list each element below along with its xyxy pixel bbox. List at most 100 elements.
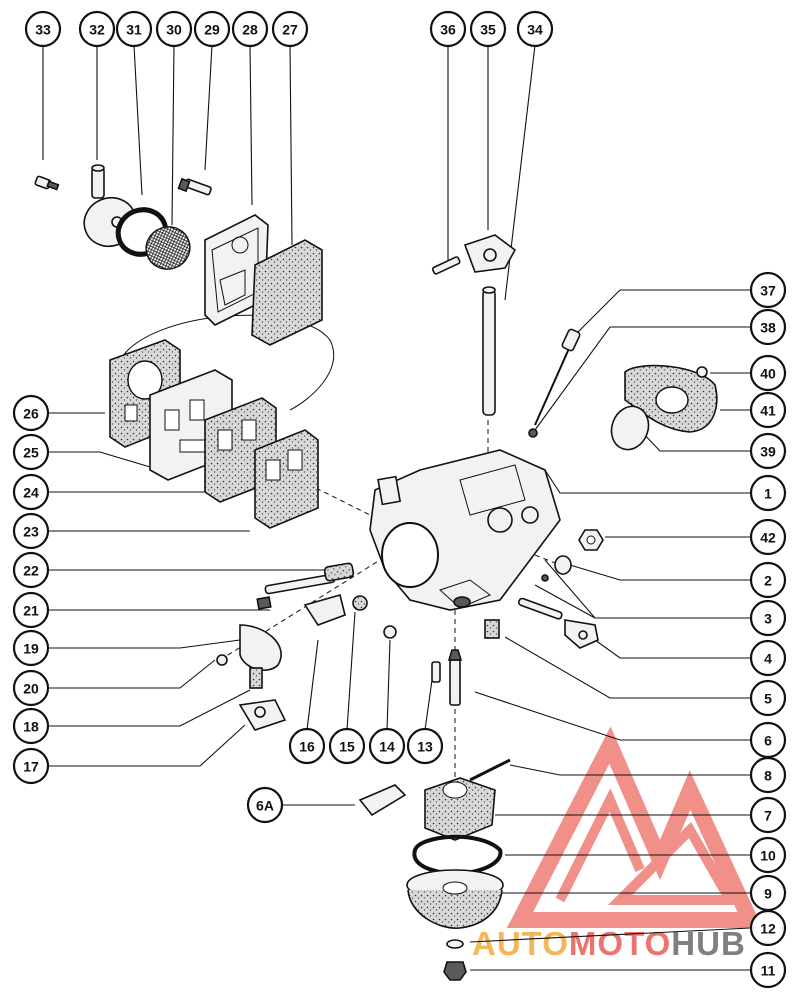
callout-label: 20: [23, 681, 39, 697]
callout-32: 32: [78, 10, 116, 48]
callout-30: 30: [155, 10, 193, 48]
callout-circle: [246, 786, 284, 824]
callout-label: 39: [760, 444, 776, 460]
float-7-icon: [424, 777, 496, 841]
callout-circle: [749, 308, 787, 346]
callout-12: 12: [749, 909, 787, 947]
callout-1: 1: [749, 474, 787, 512]
callout-5: 5: [749, 679, 787, 717]
callout-label: 13: [417, 739, 433, 755]
callout-label: 26: [23, 406, 39, 422]
callout-35: 35: [469, 10, 507, 48]
callout-label: 12: [760, 921, 776, 937]
screw-20-icon: [216, 654, 228, 666]
callout-circle: [12, 512, 50, 550]
callout-circle: [78, 10, 116, 48]
callout-37: 37: [749, 271, 787, 309]
ball-3-icon: [541, 574, 549, 582]
callout-circle: [749, 599, 787, 637]
callout-circle: [24, 10, 62, 48]
gasket-10-icon: [412, 834, 503, 876]
fitting-32-icon: [91, 164, 105, 199]
callout-circle: [12, 629, 50, 667]
callout-21: 21: [12, 591, 50, 629]
callout-9: 9: [749, 874, 787, 912]
callout-circle: [12, 669, 50, 707]
idle-screw-22-icon: [264, 562, 355, 595]
callout-19: 19: [12, 629, 50, 667]
callout-42: 42: [749, 518, 787, 556]
callout-circle: [12, 591, 50, 629]
screw-21-icon: [256, 596, 272, 610]
spring-15-icon: [352, 595, 368, 611]
callout-circle: [12, 747, 50, 785]
callout-label: 22: [23, 563, 39, 579]
nut-42-icon: [578, 529, 604, 551]
callout-circle: [749, 432, 787, 470]
main-jet-6-icon: [447, 649, 463, 706]
callout-circle: [749, 271, 787, 309]
callout-26: 26: [12, 394, 50, 432]
drain-plug-11-icon: [443, 961, 467, 981]
throttle-lever-35-icon: [463, 234, 517, 273]
throttle-shaft-34-icon: [482, 286, 496, 416]
callout-circle: [12, 433, 50, 471]
callout-39: 39: [749, 432, 787, 470]
screw-29-icon: [177, 177, 212, 196]
callout-label: 21: [23, 603, 39, 619]
callout-circle: [12, 473, 50, 511]
callout-circle: [749, 518, 787, 556]
callout-6: 6: [749, 721, 787, 759]
callout-11: 11: [749, 951, 787, 989]
callout-circle: [749, 796, 787, 834]
screw-36-icon: [431, 256, 461, 275]
callout-circle: [749, 679, 787, 717]
callout-label: 9: [764, 886, 772, 902]
callout-label: 4: [764, 651, 772, 667]
callout-23: 23: [12, 512, 50, 550]
callout-circle: [749, 951, 787, 989]
callout-circle: [12, 394, 50, 432]
parts: [34, 164, 718, 981]
callout-label: 27: [282, 22, 298, 38]
screw-33-icon: [34, 175, 60, 191]
callout-circle: [749, 836, 787, 874]
callout-circle: [469, 10, 507, 48]
callout-33: 33: [24, 10, 62, 48]
callout-label: 6A: [256, 798, 274, 814]
callout-label: 36: [440, 22, 456, 38]
callout-circle: [271, 10, 309, 48]
callout-label: 32: [89, 22, 105, 38]
callout-label: 25: [23, 445, 39, 461]
callout-16: 16: [288, 727, 326, 765]
callout-circle: [516, 10, 554, 48]
callout-circle: [12, 707, 50, 745]
clip-16-icon: [303, 594, 346, 626]
pin-8-icon: [469, 758, 511, 782]
callout-circle: [749, 909, 787, 947]
callout-label: 30: [166, 22, 182, 38]
callout-circle: [429, 10, 467, 48]
callout-label: 7: [764, 808, 772, 824]
callout-label: 2: [764, 573, 772, 589]
callout-label: 38: [760, 320, 776, 336]
callout-circle: [368, 727, 406, 765]
gasket-27-icon: [251, 239, 323, 346]
callout-label: 28: [242, 22, 258, 38]
callout-circle: [749, 639, 787, 677]
callout-circle: [749, 474, 787, 512]
callout-circle: [155, 10, 193, 48]
callout-label: 14: [379, 739, 395, 755]
callout-24: 24: [12, 473, 50, 511]
callout-label: 42: [760, 530, 776, 546]
callout-label: 37: [760, 283, 776, 299]
screw-14-icon: [383, 625, 397, 639]
nut-40-icon: [696, 366, 708, 378]
callout-circle: [12, 551, 50, 589]
callout-label: 23: [23, 524, 39, 540]
link-rod-4-icon: [518, 597, 599, 649]
callout-circle: [749, 391, 787, 429]
